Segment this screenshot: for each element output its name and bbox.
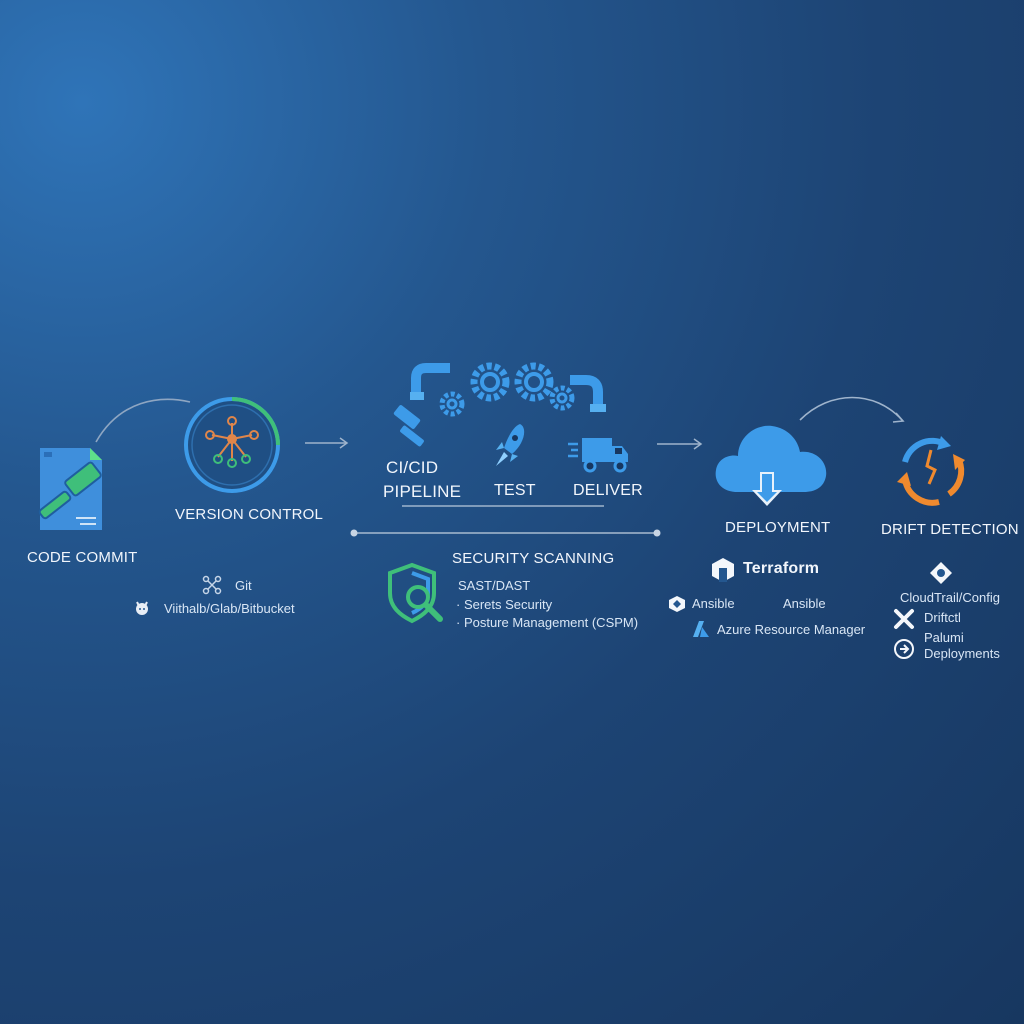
secrets-item: · Serets Security [456, 597, 553, 612]
network-node-icon [184, 397, 280, 493]
cloud-upload-icon [715, 425, 827, 506]
deliver-label: DELIVER [573, 482, 643, 499]
deployment-label: DEPLOYMENT [725, 519, 831, 536]
git-icon [202, 575, 222, 595]
gear-pipes-icon [410, 362, 606, 417]
cspm-item: · Posture Management (CSPM) [456, 615, 639, 630]
pulumi-label-line2: Deployments [924, 646, 1000, 661]
delivery-truck-icon [568, 438, 628, 473]
shield-search-icon [388, 562, 443, 624]
cloudtrail-label: CloudTrail/Config [900, 590, 1000, 605]
ansible-label-2: Ansible [783, 596, 826, 611]
pulumi-icon [894, 639, 914, 659]
git-hosts-label: Viithalb/Glab/Bitbucket [164, 601, 295, 616]
version-control-label: VERSION CONTROL [175, 506, 324, 523]
cicd-label-line2: PIPELINE [383, 482, 462, 501]
rocket-icon [496, 424, 525, 466]
ansible-icon [669, 596, 685, 612]
driftctl-label: Driftctl [924, 610, 961, 625]
azure-icon [693, 621, 709, 637]
driftctl-icon [894, 609, 914, 629]
cicd-label-line1: CI/CID [386, 458, 439, 477]
drift-cycle-icon [897, 436, 965, 506]
hammer-document-icon [38, 448, 102, 530]
terraform-label: Terraform [743, 560, 820, 577]
code-commit-label: CODE COMMIT [27, 549, 138, 566]
drift-detection-label: DRIFT DETECTION [881, 521, 1019, 538]
github-icon [136, 601, 148, 615]
cloudtrail-icon [930, 562, 952, 584]
azure-label: Azure Resource Manager [717, 622, 866, 637]
git-label: Git [235, 578, 252, 593]
hammer-icon [393, 405, 424, 447]
test-label: TEST [494, 482, 536, 499]
pulumi-label-line1: Palumi [924, 630, 964, 645]
terraform-icon [712, 558, 734, 582]
ansible-label-1: Ansible [692, 596, 735, 611]
security-scanning-label: SECURITY SCANNING [452, 550, 615, 567]
sast-dast-item: SAST/DAST [458, 578, 531, 593]
